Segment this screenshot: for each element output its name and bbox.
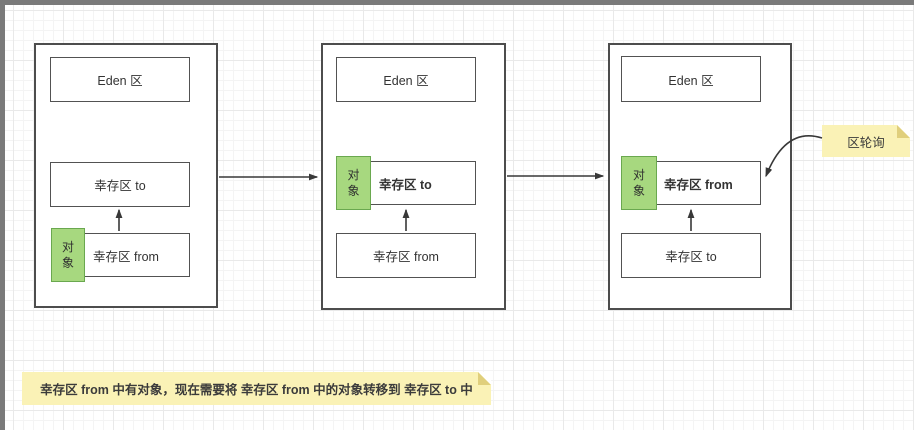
survivor-to-label: 幸存区 to [665, 250, 717, 264]
polling-note-label: 区轮询 [847, 135, 885, 150]
description-sticky-note[interactable]: 幸存区 from 中有对象，现在需要将 幸存区 from 中的对象转移到 幸存区… [22, 372, 491, 405]
survivor-from-box[interactable]: 幸存区 from [336, 233, 476, 278]
survivor-to-box[interactable]: 幸存区 to [50, 162, 190, 207]
object-label: 对象 [632, 168, 645, 198]
eden-box[interactable]: Eden 区 [336, 57, 476, 102]
eden-box[interactable]: Eden 区 [50, 57, 190, 102]
heap-container-stage-2[interactable]: Eden 区 幸存区 to 对象 幸存区 from [321, 43, 506, 310]
survivor-to-label: 幸存区 to [94, 179, 146, 193]
eden-label: Eden 区 [668, 73, 714, 88]
survivor-from-label: 幸存区 from [373, 250, 439, 264]
polling-sticky-note[interactable]: 区轮询 [822, 125, 910, 157]
heap-container-stage-3[interactable]: Eden 区 幸存区 from 对象 幸存区 to [608, 43, 792, 310]
survivor-from-box[interactable]: 幸存区 from [66, 233, 190, 277]
object-label: 对象 [61, 240, 74, 270]
window-left-edge [0, 0, 5, 430]
survivor-to-label: 幸存区 to [379, 177, 432, 192]
description-note-text: 幸存区 from 中有对象，现在需要将 幸存区 from 中的对象转移到 幸存区… [40, 383, 473, 397]
survivor-to-box[interactable]: 幸存区 to [621, 233, 761, 278]
object-box[interactable]: 对象 [51, 228, 85, 282]
eden-label: Eden 区 [97, 74, 143, 88]
heap-container-stage-1[interactable]: Eden 区 幸存区 to 幸存区 from 对象 [34, 43, 218, 308]
survivor-from-box[interactable]: 幸存区 from [637, 161, 761, 205]
survivor-from-label: 幸存区 from [93, 249, 159, 264]
object-box[interactable]: 对象 [621, 156, 657, 210]
eden-label: Eden 区 [383, 74, 429, 88]
window-top-edge [0, 0, 914, 5]
object-box[interactable]: 对象 [336, 156, 371, 210]
survivor-from-label: 幸存区 from [664, 177, 733, 192]
object-label: 对象 [347, 168, 360, 198]
eden-box[interactable]: Eden 区 [621, 56, 761, 102]
